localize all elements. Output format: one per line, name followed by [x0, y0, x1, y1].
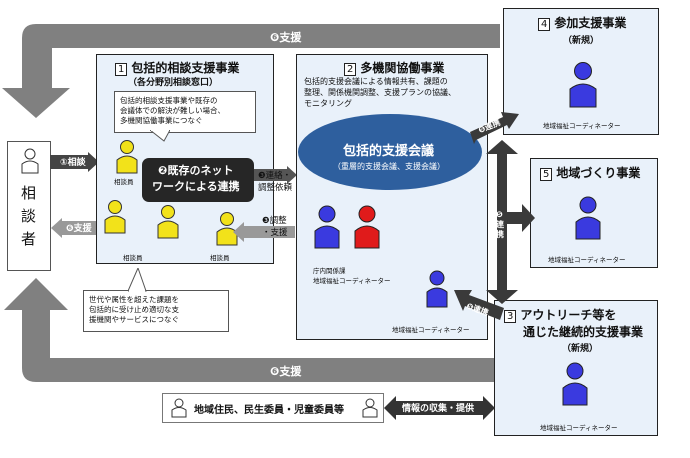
consultant-person-icon — [21, 148, 39, 174]
consultant-label: 相 談 者 — [21, 184, 37, 248]
staff-person-icon — [104, 200, 126, 234]
info-collection-label: 情報の収集・提供 — [402, 404, 475, 414]
consult-arrow-label: ①相談 — [60, 158, 86, 168]
link-arrow-box4 — [470, 112, 519, 144]
staff-label: 相談員 — [210, 254, 230, 262]
residents-box — [162, 393, 384, 423]
staff-person-icon — [157, 205, 179, 239]
cross-generation-note: 世代や属性を超えた課題を 包括的に受け止め適切な支 援機関やサービスにつなぐ — [83, 290, 229, 332]
network-link-box — [142, 158, 254, 202]
box1-subtitle: （各分野別相談窓口） — [128, 78, 219, 88]
coordination-support-arrow — [233, 222, 295, 242]
coordinator-label: 地域福祉コーディネーター — [392, 326, 470, 334]
link-arrow-vertical — [486, 140, 535, 304]
conference-ellipse — [298, 114, 482, 190]
coordinator-label: 地域福祉コーディネーター — [548, 256, 626, 264]
consult-arrow — [50, 152, 99, 172]
staff-person-icon — [116, 140, 138, 174]
conference-title: 包括的支援会議 — [343, 144, 435, 159]
box3-subtitle: （新規） — [562, 344, 599, 354]
link-arrow-box3 — [454, 290, 504, 320]
support-left-arrow — [51, 218, 99, 238]
box1-note: 包括的相談支援事業や既存の 会議体での解決が難しい場合、 多機関協働事業につなぐ — [114, 91, 256, 133]
agency-blue-person-icon — [314, 205, 340, 249]
staff-label: 相談員 — [123, 254, 143, 262]
conference-subtitle: （重層的支援会議、支援会議） — [333, 162, 445, 171]
coordinator-label: 地域福祉コーディネーター — [543, 122, 621, 130]
coordinator-person-icon — [562, 362, 588, 406]
top-support-label: ❻支援 — [270, 31, 302, 44]
network-link-label: ❷既存のネット ワークによる連携 — [152, 164, 240, 193]
coordination-support-label: ❸調整 ・支援 — [262, 216, 288, 238]
agency-red-person-icon — [354, 205, 380, 249]
link-label-vertical: ❺ 連 携 — [496, 210, 504, 239]
contact-request-label: ❸連絡・ 調整依頼 — [258, 171, 293, 193]
resident-person-icon — [171, 398, 187, 418]
box4-subtitle: （新規） — [563, 36, 600, 46]
coordinator-person-icon — [426, 270, 448, 308]
resident-person-icon — [362, 398, 378, 418]
coordinator-person-icon — [575, 196, 601, 240]
staff-person-icon — [216, 212, 238, 246]
support-left-arrow-label: ❻支援 — [66, 224, 92, 234]
bottom-support-label: ❻支援 — [270, 365, 302, 378]
coordinator-label: 地域福祉コーディネーター — [540, 424, 618, 432]
note-pointer — [150, 130, 170, 142]
staff-label: 相談員 — [114, 178, 134, 186]
coordinator-person-icon — [569, 62, 597, 108]
bottom-support-arrow — [4, 278, 500, 382]
info-collection-arrow — [384, 396, 495, 420]
box3-title-line2: 通じた継続的支援事業 — [523, 325, 644, 339]
consultant-box — [7, 141, 51, 271]
top-support-arrow — [2, 24, 500, 118]
box2-description: 包括的支援会議による情報共有、課題の 整理、関係機関調整、支援プランの協議、 モ… — [304, 77, 456, 108]
contact-request-arrow — [254, 166, 297, 184]
agency-label: 庁内関係課 地域福祉コーディネーター — [313, 267, 391, 285]
residents-label: 地域住民、民生委員・児童委員等 — [194, 405, 344, 416]
note2-pointer — [128, 268, 147, 292]
